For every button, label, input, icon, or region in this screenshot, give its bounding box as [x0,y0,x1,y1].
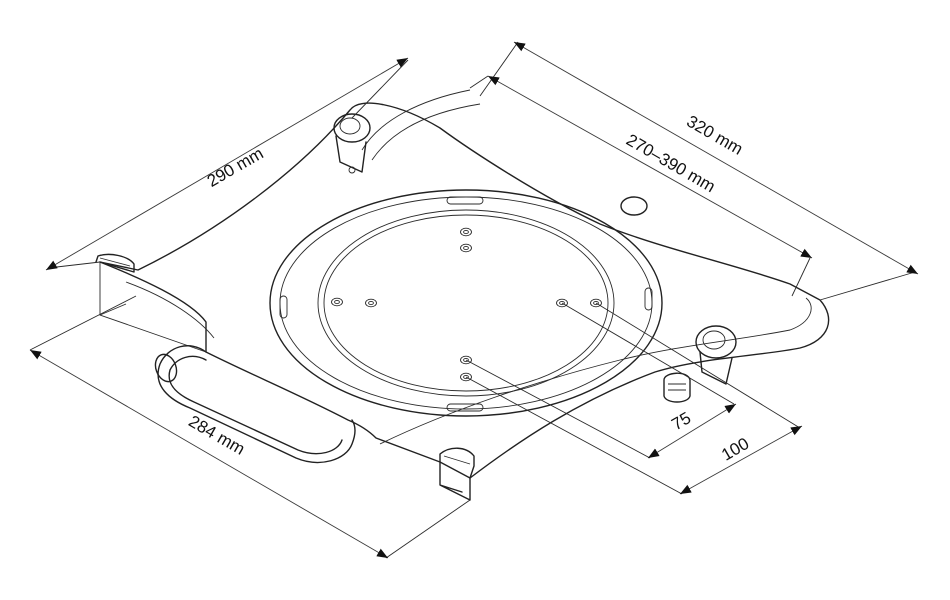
right-knob [663,325,737,403]
tray-front-rim [439,461,471,501]
dim-label-284: 284 mm [185,412,248,459]
extension-lines [29,41,916,559]
tray-top-slot [361,89,481,161]
vesa-mount-holes [331,227,602,382]
cable-hole [620,196,648,216]
dim-label-270-390: 270–390 mm [623,130,718,196]
dim-label-75: 75 [668,408,694,434]
front-stop-block [439,447,475,479]
tray-plate-inner-edge [125,281,812,445]
turntable [269,189,663,417]
tray-handle [154,345,356,464]
dim-line-320 [513,41,919,275]
dim-label-320: 320 mm [683,112,746,159]
dim-line-290 [45,57,409,271]
dim-line-284 [29,349,389,559]
dim-label-100: 100 [718,434,752,465]
dim-line-100 [679,425,803,495]
dim-line-270-390 [487,75,813,259]
tray-left-edge [99,262,207,353]
dim-label-290: 290 mm [204,144,267,191]
left-stop-block [95,253,135,273]
